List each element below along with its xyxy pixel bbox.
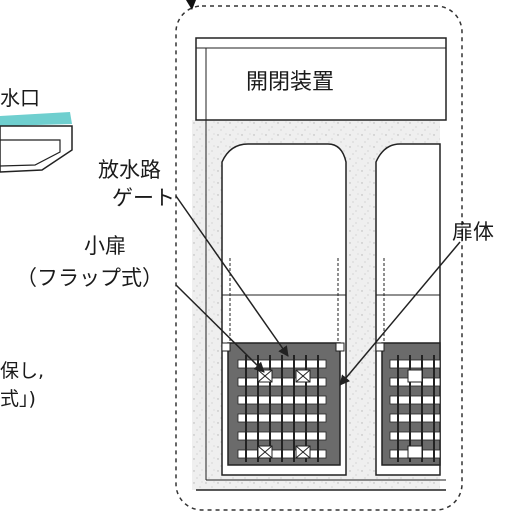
outlet-gate-label-line1: 放水路 [98, 158, 161, 182]
outlet-gate-label-line2: ゲート [112, 186, 175, 210]
left-top-label: 水口 [0, 86, 40, 110]
door-body-label: 扉体 [452, 220, 494, 244]
equipment-label: 開閉装置 [246, 70, 335, 95]
left-note-line1: 保し, [0, 360, 45, 382]
equipment-housing [195, 37, 447, 121]
left-gate-leaf [221, 342, 345, 466]
leader-lines [175, 195, 461, 386]
left-cyan-band [0, 112, 72, 126]
right-gate-leaf [375, 342, 441, 466]
pointer-arrowhead [186, 0, 196, 10]
left-note-line2: 式」) [0, 388, 36, 410]
outlet-gate-leader [175, 195, 289, 357]
small-door-leader [175, 284, 265, 373]
dashed-detail-border [175, 5, 463, 511]
door-body-leader [339, 241, 461, 386]
gate-structure [192, 37, 447, 491]
small-door-label-line1: 小扉 [84, 234, 126, 258]
small-door-label-line2: （フラップ式） [16, 266, 163, 290]
left-outlet-structure [0, 112, 73, 173]
left-outlet-block [0, 125, 73, 173]
